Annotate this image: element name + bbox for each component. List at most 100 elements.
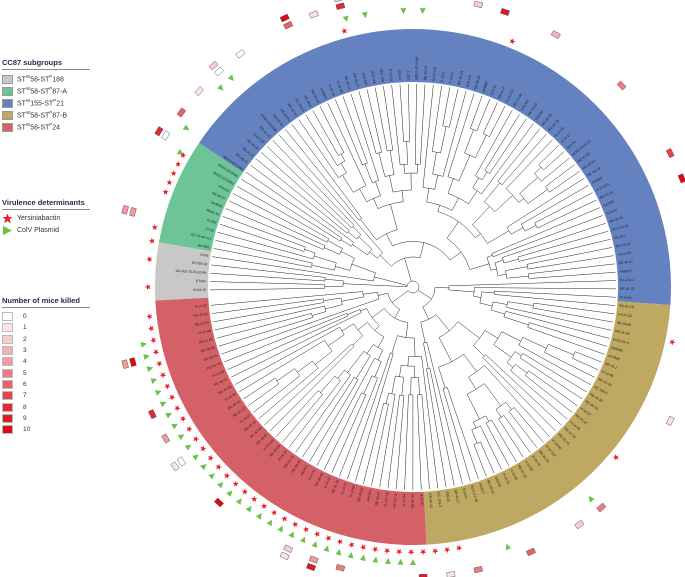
branch	[210, 291, 363, 306]
branch	[549, 170, 580, 193]
leaf-label: RE-41-05	[198, 337, 213, 345]
mice-killed-cell	[473, 565, 483, 574]
yersiniabactin-marker	[148, 237, 155, 244]
clade-ring-st87b	[423, 301, 671, 545]
leaf-label: RE-41-06	[194, 320, 209, 326]
branch	[426, 368, 447, 488]
yersiniabactin-marker	[156, 360, 163, 367]
branch-arc	[353, 185, 367, 193]
leaf-label: RE-40-25	[200, 345, 215, 353]
colv-plasmid-marker	[143, 354, 150, 360]
branch	[305, 114, 338, 166]
leaf-label: S28-32	[445, 491, 451, 503]
yersiniabactin-marker	[186, 425, 193, 433]
branch	[545, 164, 575, 187]
branch	[414, 338, 416, 357]
leaf-label: RE-40-11	[344, 76, 352, 91]
mice-killed-cell	[194, 86, 205, 96]
branch-arc	[367, 248, 373, 255]
leaf-label: RE-40-24	[582, 159, 596, 171]
leaf-label: RE04-16	[206, 208, 220, 216]
yersiniabactin-marker	[612, 454, 619, 461]
mice-legend-row-6: 6	[2, 379, 90, 390]
leaf-label: H-14-80	[349, 485, 356, 498]
branch	[417, 394, 422, 490]
branch	[527, 189, 548, 204]
branch	[468, 377, 477, 390]
branch	[528, 370, 578, 407]
branch	[282, 394, 323, 443]
leaf-label: S19-106	[361, 72, 368, 86]
mice-killed-cell	[616, 80, 627, 91]
branch	[217, 231, 314, 260]
branch	[352, 226, 361, 235]
leaf-label: RE-41-24	[206, 361, 221, 370]
branch	[399, 84, 404, 142]
leaf-label: H-14-115	[618, 312, 632, 318]
branch	[377, 349, 383, 361]
mice-killed-cell	[283, 544, 294, 553]
branch	[391, 375, 396, 394]
branch	[324, 247, 340, 255]
branch-arc	[473, 287, 475, 297]
mice-swatch	[2, 334, 13, 344]
leaf-label: RE-41-2	[605, 362, 618, 370]
branch	[404, 258, 412, 282]
branch	[490, 268, 497, 271]
mice-swatch	[2, 402, 13, 412]
leaf-label: G-266	[207, 218, 217, 225]
annotation-tracks	[121, 0, 685, 577]
yersiniabactin-marker	[348, 541, 355, 548]
branch	[486, 254, 493, 258]
leaf-label: RE-41-12	[232, 406, 246, 418]
mice-killed-cell	[176, 107, 187, 118]
subgroup-swatch	[2, 86, 13, 96]
leaf-label: RE-40-36	[585, 400, 599, 411]
leaf-label: RE-41-18	[517, 464, 528, 479]
leaf-label: AA9908	[610, 346, 623, 353]
branch-arc	[349, 257, 355, 271]
branch	[503, 415, 531, 453]
branch	[264, 343, 352, 426]
branch	[347, 351, 364, 373]
branch	[491, 309, 505, 315]
yersiniabactin-marker	[420, 549, 427, 556]
leaf-label: RE-40-17	[212, 191, 227, 201]
branch	[250, 165, 354, 243]
branch	[266, 145, 352, 229]
branch	[527, 255, 614, 270]
branch	[406, 141, 408, 165]
leaf-label: AA8878	[619, 269, 631, 274]
yersiniabactin-marker	[408, 549, 415, 556]
branch-arc	[520, 224, 526, 232]
branch	[489, 105, 506, 137]
branch	[229, 200, 326, 247]
leaf-label: AA3117	[478, 482, 486, 495]
yersiniabactin-marker	[174, 405, 181, 412]
branch	[302, 377, 355, 458]
leaf-label: MOD1-EC5149	[415, 57, 419, 80]
branch	[489, 118, 527, 174]
branch	[510, 370, 568, 420]
leaf-label: ATH3	[200, 253, 209, 258]
branch	[378, 152, 386, 177]
branch	[518, 198, 525, 203]
leaf-label: 101-821-5125-02-B4	[175, 269, 207, 275]
leaf-label: RE-41-14	[287, 103, 299, 117]
branch	[473, 421, 477, 428]
colv-plasmid-marker	[217, 84, 224, 91]
leaf-label: RE-41-38	[218, 385, 233, 396]
yersiniabactin-marker	[270, 509, 278, 516]
mice-killed-cell	[279, 551, 290, 561]
colv-plasmid-marker	[384, 557, 391, 565]
branch	[357, 322, 368, 331]
virulence-legend: Virulence determinants Yersiniabactin Co…	[2, 198, 90, 236]
leaf-label: RE-40-14	[457, 70, 464, 85]
branch	[276, 368, 295, 382]
colv-plasmid-marker	[184, 444, 192, 451]
yersiniabactin-marker	[336, 538, 343, 545]
legend-subgroup-1: STW58-STP87-A	[2, 85, 90, 97]
branch	[232, 193, 327, 243]
tree-branches	[210, 84, 616, 491]
leaf-label: H-14-33	[277, 449, 288, 461]
